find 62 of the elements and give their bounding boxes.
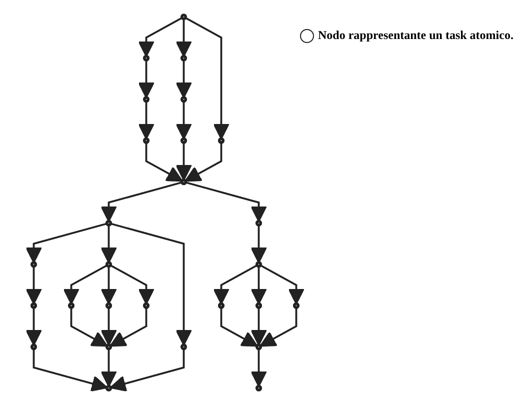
- node-circle: [218, 137, 225, 144]
- node-circle: [180, 344, 188, 350]
- arrow: [250, 348, 267, 387]
- arrow: [260, 264, 304, 304]
- node-circle: [105, 384, 112, 392]
- arrow: [100, 348, 117, 387]
- arrow: [213, 264, 258, 304]
- node-circle: [142, 302, 150, 309]
- arrow: [32, 348, 108, 392]
- arrow: [176, 18, 192, 57]
- arrow: [110, 264, 154, 304]
- arrow: [110, 348, 185, 392]
- node-circle: [30, 302, 38, 309]
- node-circle: [30, 344, 38, 350]
- arrow: [100, 266, 117, 304]
- node-circle: [180, 96, 188, 103]
- node-circle: [255, 302, 262, 309]
- arrow: [176, 60, 192, 98]
- arrow: [250, 225, 267, 264]
- arrow: [250, 308, 267, 346]
- arrow: [26, 266, 42, 304]
- node-circle: [68, 302, 75, 309]
- arrow: [100, 225, 117, 264]
- node-circle: [105, 220, 112, 226]
- arrow: [100, 181, 182, 222]
- arrow: [138, 16, 183, 57]
- arrow: [145, 142, 183, 182]
- arrow: [63, 264, 108, 304]
- arrow: [110, 308, 148, 347]
- node-circle: [142, 137, 150, 144]
- arrow: [184, 142, 222, 182]
- arrow: [138, 60, 154, 98]
- arrow: [138, 101, 154, 140]
- node-circle: [105, 261, 112, 268]
- node-circle: [218, 302, 225, 309]
- arrow: [110, 222, 192, 346]
- arrow: [26, 222, 108, 264]
- arrow: [185, 181, 267, 222]
- node-circle: [30, 261, 38, 268]
- node-circle: [180, 14, 188, 20]
- node-circle: [142, 96, 150, 103]
- node-circle: [105, 344, 112, 350]
- node-circle: [255, 384, 262, 392]
- node-circle: [292, 302, 300, 309]
- arrow: [176, 101, 192, 140]
- node-circle: [180, 178, 188, 186]
- arrow: [176, 142, 192, 181]
- node-circle: [255, 261, 262, 268]
- legend-text: Nodo rappresentante un task atomico.: [318, 28, 514, 43]
- node-circle: [105, 302, 112, 309]
- node-circle: [180, 54, 188, 62]
- node-circle: [255, 220, 262, 226]
- arrow: [184, 16, 230, 140]
- node-circle: [180, 137, 188, 144]
- arrow: [100, 308, 117, 346]
- node-circle: [142, 54, 150, 62]
- node-circle: [255, 344, 262, 350]
- arrow: [220, 308, 258, 347]
- arrow: [70, 308, 108, 347]
- arrow: [260, 308, 298, 347]
- arrow: [26, 308, 42, 346]
- arrow: [250, 266, 267, 304]
